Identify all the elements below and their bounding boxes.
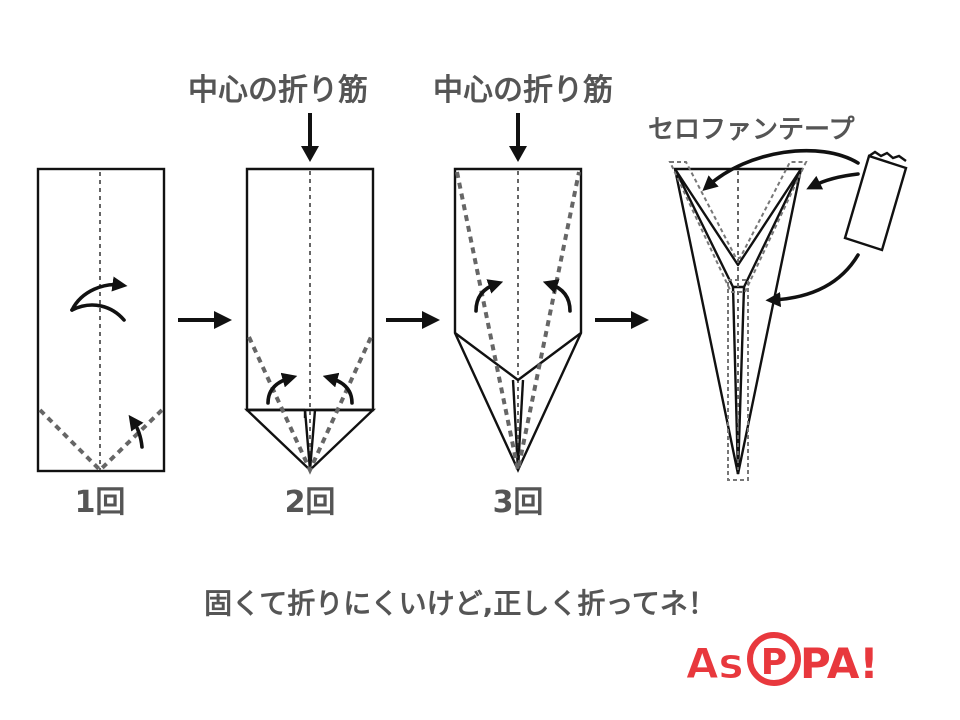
down-arrow-icon — [509, 113, 527, 162]
fold-arrow-icon — [128, 414, 144, 449]
fold-arrow-icon — [702, 148, 860, 192]
step-2-figure — [244, 167, 376, 475]
next-step-arrow-icon — [386, 311, 440, 329]
center-crease-label-2: 中心の折り筋 — [433, 73, 613, 108]
tape-label: セロファンテープ — [648, 115, 855, 145]
down-arrow-icon — [301, 113, 319, 162]
fold-arrow-icon — [266, 372, 298, 405]
fold-arrow-icon — [542, 279, 572, 313]
step-1-figure — [36, 167, 166, 473]
next-step-arrow-icon — [595, 311, 649, 329]
svg-text:As: As — [686, 639, 744, 688]
center-crease-label-1: 中心の折り筋 — [188, 73, 368, 108]
step-3-figure — [453, 167, 583, 473]
next-step-arrow-icon — [178, 311, 232, 329]
fold-arrow-icon — [474, 279, 504, 313]
tape-icon — [843, 150, 908, 252]
step-label-2: 2回 — [285, 485, 336, 520]
svg-text:PA!: PA! — [800, 639, 879, 688]
fold-arrow-icon — [765, 253, 860, 308]
asoppa-logo: As P PA! — [686, 632, 879, 689]
caption: 固くて折りにくいけど,正しく折ってネ！ — [204, 587, 716, 620]
svg-text:P: P — [761, 642, 787, 683]
step-label-3: 3回 — [493, 485, 544, 520]
fold-arrow-icon — [322, 372, 354, 405]
fold-arrow-icon — [806, 172, 860, 190]
fold-arrow-icon — [70, 276, 128, 312]
step-4-figure — [668, 161, 808, 481]
step-label-1: 1回 — [75, 485, 126, 520]
